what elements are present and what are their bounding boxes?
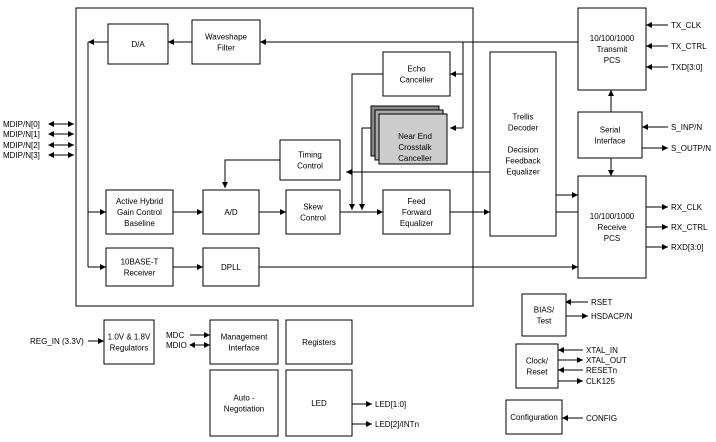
label-xtal-in: XTAL_IN: [586, 346, 618, 355]
block-autoneg-label: Auto -Negotiation: [224, 394, 264, 414]
label-txd: TXD[3:0]: [671, 63, 703, 72]
next-canceller-stack: [370, 105, 448, 165]
label-reg-in: REG_IN (3.3V): [30, 337, 84, 346]
block-clock: Clock/Reset: [515, 343, 559, 389]
signal-wires: [48, 22, 668, 427]
block-config-label: Configuration: [510, 413, 558, 422]
label-rx-clk: RX_CLK: [671, 203, 703, 212]
block-bias-label: BIAS/Test: [534, 306, 555, 326]
label-config: CONFIG: [586, 414, 617, 423]
label-mdip-3: MDIP/N[3]: [3, 151, 40, 160]
block-config: Configuration: [505, 399, 563, 435]
label-mdip-2: MDIP/N[2]: [3, 141, 40, 150]
label-mdip-0: MDIP/N[0]: [3, 120, 40, 129]
block-registers-label: Registers: [302, 338, 336, 347]
block-registers: Registers: [285, 319, 353, 365]
block-da: D/A: [107, 23, 169, 65]
label-mdio: MDIO: [166, 341, 187, 350]
block-dpll-label: DPLL: [221, 263, 242, 272]
label-s-outp: S_OUTP/N: [671, 144, 711, 153]
label-clk125: CLK125: [586, 377, 615, 386]
label-led-1-0: LED[1:0]: [375, 400, 406, 409]
block-ad: A/D: [202, 189, 260, 235]
label-resetn: RESETn: [586, 366, 617, 375]
block-led-label: LED: [311, 399, 327, 408]
label-rx-ctrl: RX_CTRL: [671, 223, 708, 232]
label-s-inp: S_INP/N: [671, 123, 702, 132]
block-da-label: D/A: [131, 40, 145, 49]
label-hsdac: HSDACP/N: [591, 312, 633, 321]
label-rxd: RXD[3:0]: [671, 243, 703, 252]
label-mdc: MDC: [166, 331, 184, 340]
block-autoneg: Auto -Negotiation: [209, 369, 279, 437]
block-led: LED: [285, 369, 353, 437]
label-rset: RSET: [591, 298, 612, 307]
block-clock-label: Clock/Reset: [526, 357, 549, 377]
label-led-2-intn: LED[2]/INTn: [375, 420, 419, 429]
label-mdip-1: MDIP/N[1]: [3, 130, 40, 139]
block-dpll: DPLL: [202, 247, 260, 287]
analog-dsp-frame: [75, 7, 474, 307]
block-ad-label: A/D: [224, 208, 238, 217]
label-tx-clk: TX_CLK: [671, 21, 702, 30]
label-xtal-out: XTAL_OUT: [586, 356, 627, 365]
label-tx-ctrl: TX_CTRL: [671, 42, 707, 51]
block-bias: BIAS/Test: [521, 293, 567, 337]
